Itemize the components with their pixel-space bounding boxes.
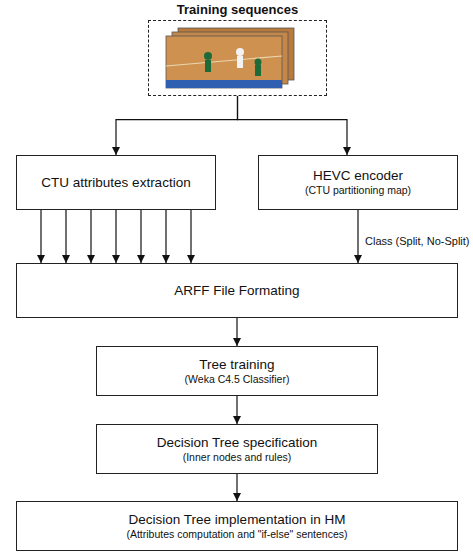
node-label: Decision Tree implementation in HM bbox=[129, 512, 346, 528]
arrow-connector bbox=[65, 210, 66, 263]
process-box: Decision Tree specification(Inner nodes … bbox=[96, 424, 378, 474]
arrow-connector bbox=[116, 96, 238, 155]
process-box: HEVC encoder(CTU partitioning map) bbox=[258, 155, 458, 210]
node-label: HEVC encoder bbox=[313, 168, 403, 184]
video-frames-illustration bbox=[148, 22, 326, 94]
arrow-connector bbox=[236, 474, 237, 501]
arrow-connector bbox=[236, 318, 237, 346]
node-label: ARFF File Formating bbox=[174, 283, 299, 299]
node-label: Decision Tree specification bbox=[157, 435, 318, 451]
arrow-connector bbox=[165, 210, 166, 263]
node-sublabel: (CTU partitioning map) bbox=[305, 184, 411, 197]
arrow-connector bbox=[90, 210, 91, 263]
node-sublabel: (Weka C4.5 Classifier) bbox=[185, 373, 290, 386]
node-label: Tree training bbox=[199, 357, 274, 373]
node-label: Training sequences bbox=[129, 2, 346, 18]
arrow-connector bbox=[140, 210, 141, 263]
process-box: Tree training(Weka C4.5 Classifier) bbox=[96, 346, 378, 396]
arrow-connector bbox=[40, 210, 41, 263]
arrow-connector bbox=[115, 210, 116, 263]
arrow-connector bbox=[357, 210, 358, 263]
edge-label: Class (Split, No-Split) bbox=[365, 235, 470, 247]
arrow-connector bbox=[238, 96, 348, 155]
process-box: ARFF File Formating bbox=[16, 263, 458, 318]
node-label: CTU attributes extraction bbox=[41, 175, 190, 191]
frame-stack bbox=[166, 28, 294, 88]
input-sequence-box: Training sequences bbox=[148, 20, 327, 96]
node-sublabel: (Attributes computation and "if-else" se… bbox=[126, 528, 347, 541]
arrow-connector bbox=[236, 396, 237, 424]
process-box: Decision Tree implementation in HM(Attri… bbox=[16, 501, 458, 551]
node-sublabel: (Inner nodes and rules) bbox=[183, 451, 292, 464]
arrow-connector bbox=[190, 210, 191, 263]
process-box: CTU attributes extraction bbox=[16, 155, 216, 210]
